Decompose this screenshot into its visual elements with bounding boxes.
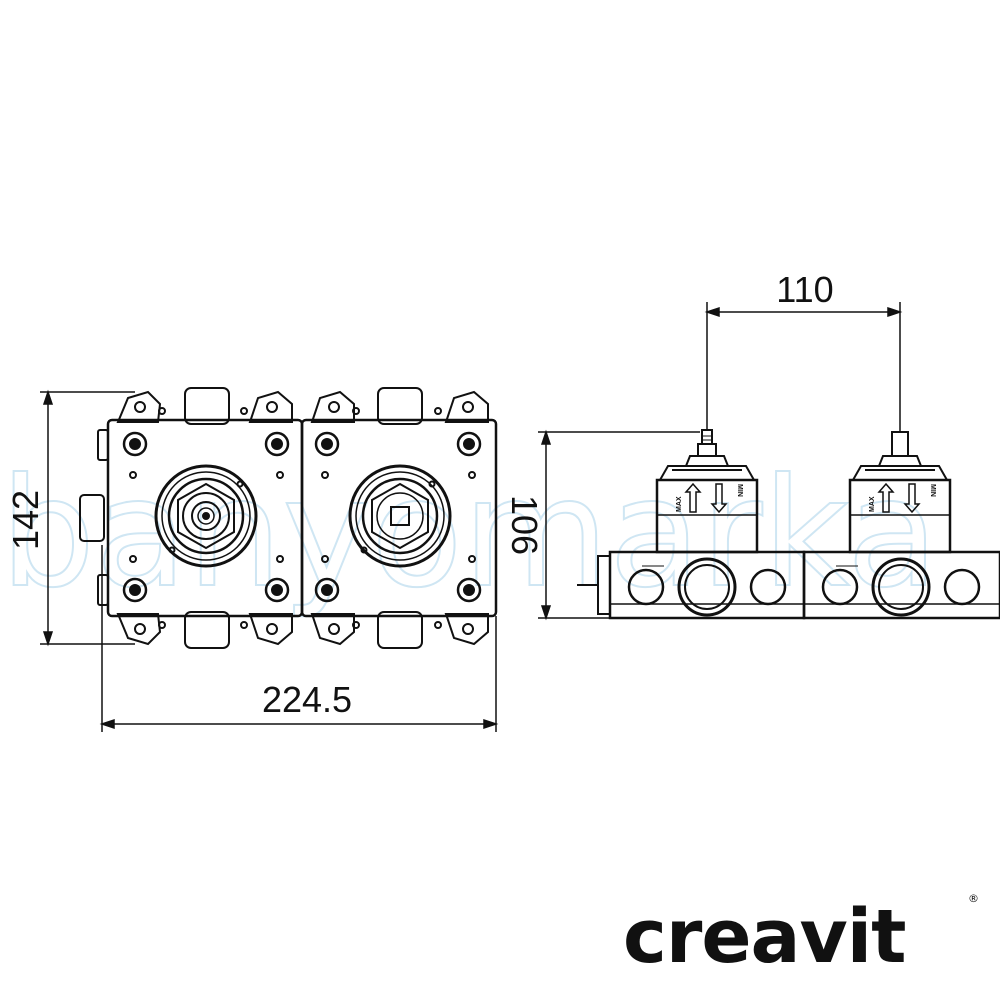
front-view (79, 387, 498, 649)
min-label-left: MIN (736, 484, 743, 497)
bottom-tab-left (184, 611, 230, 649)
dimension-width-label: 224.5 (262, 679, 352, 720)
top-tab-left (184, 387, 230, 425)
diverter-cartridge-front (348, 464, 452, 568)
mounting-ears-bottom (116, 613, 489, 646)
ports (627, 557, 981, 617)
thermostatic-cartridge-front (154, 464, 258, 568)
registered-mark: ® (968, 892, 979, 905)
corner-screws (122, 431, 482, 603)
side-view (577, 429, 1000, 620)
side-fitting (79, 494, 105, 542)
dimension-height (40, 389, 135, 647)
max-label-left: MAX (676, 496, 683, 512)
dimension-height-label: 142 (5, 490, 46, 550)
dimension-spacing-label: 110 (776, 269, 833, 310)
max-label-right: MAX (869, 496, 876, 512)
dimension-width (99, 545, 499, 732)
bottom-tab-right (377, 611, 423, 649)
dimension-depth-label: 106 (504, 495, 545, 555)
brand-name: creavit (623, 894, 905, 980)
min-label-right: MIN (929, 484, 936, 497)
mounting-ears-top (116, 390, 489, 423)
top-tab-right (377, 387, 423, 425)
cartridge-profile-right (848, 431, 952, 554)
front-plate-right (300, 418, 498, 618)
dimension-spacing (704, 302, 903, 432)
cartridge-profile-left (655, 429, 759, 554)
dimension-depth (538, 429, 700, 621)
brand-logo: creavit ® (623, 892, 979, 980)
